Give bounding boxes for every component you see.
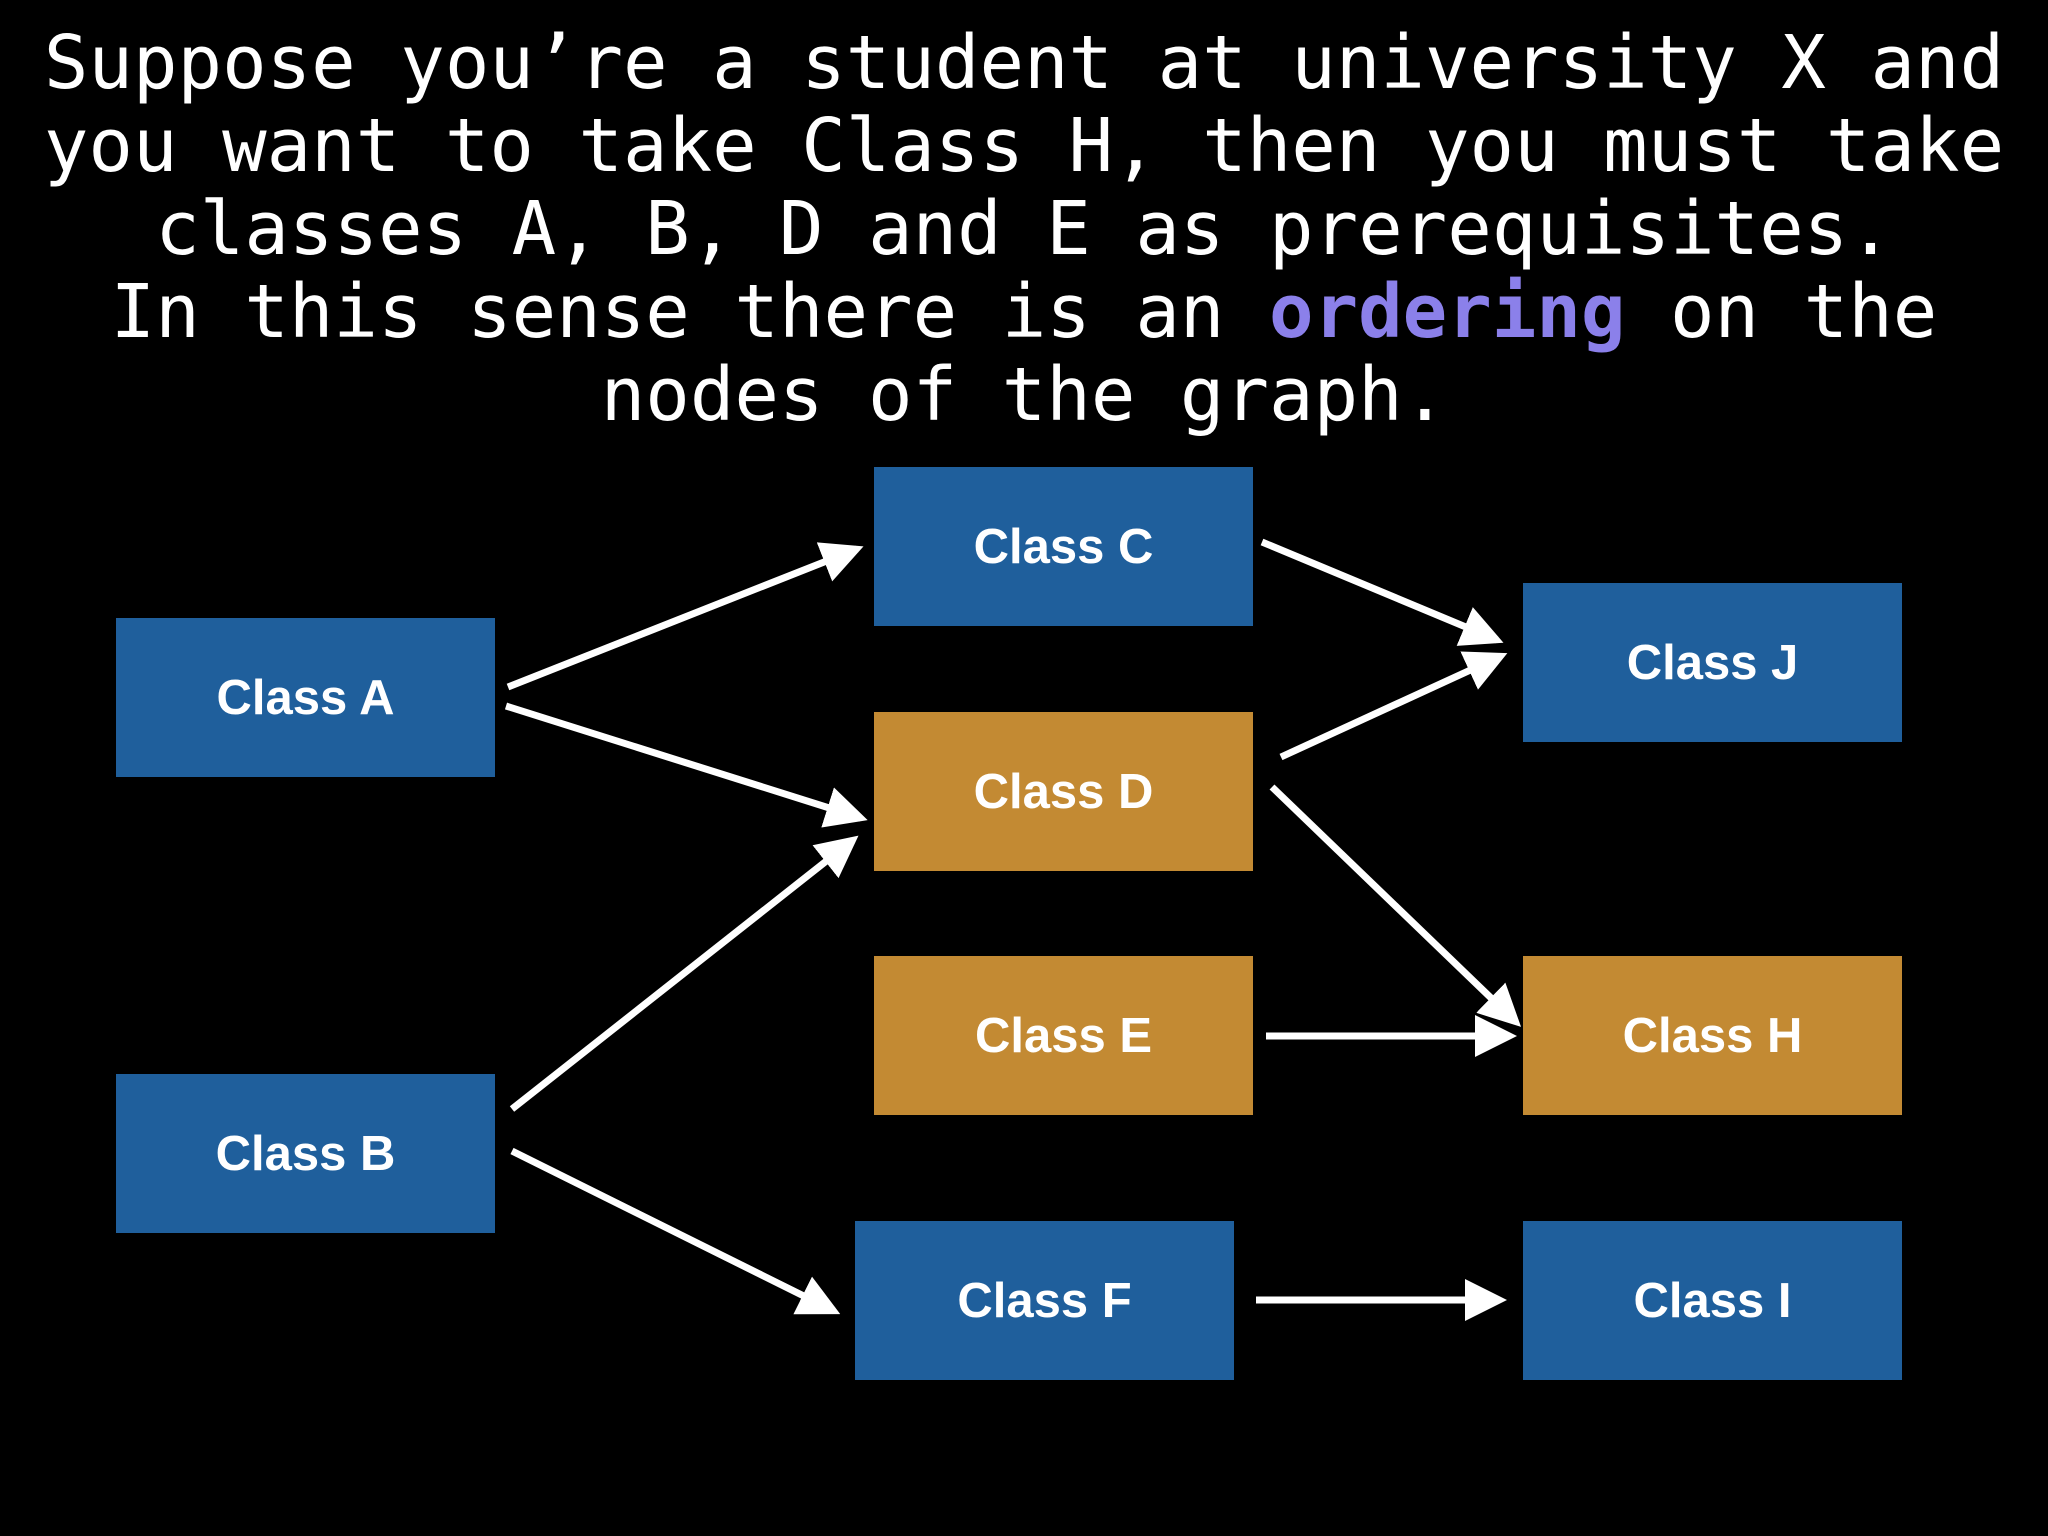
edge-class-d-to-class-j [1279, 651, 1508, 761]
heading-line-1: Suppose you’re a student at university X… [43, 20, 2005, 106]
node-class-e: Class E [874, 956, 1253, 1115]
edge-class-d-to-class-h [1269, 784, 1522, 1027]
node-class-b: Class B [116, 1074, 495, 1233]
node-class-d: Class D [874, 712, 1253, 871]
slide-heading: Suppose you’re a student at university X… [0, 22, 2048, 437]
node-class-f: Class F [855, 1221, 1234, 1380]
node-class-h: Class H [1523, 956, 1902, 1115]
heading-line-2: you want to take Class H, then you must … [43, 103, 2005, 189]
heading-line-5: nodes of the graph. [600, 352, 1448, 438]
edge-class-b-to-class-f [510, 1147, 841, 1315]
heading-line-4-end: on the [1625, 269, 1938, 355]
highlighted-term: ordering [1269, 269, 1626, 355]
edge-class-a-to-class-c [506, 542, 864, 691]
node-class-c: Class C [874, 467, 1253, 626]
heading-line-3: classes A, B, D and E as prerequisites. [155, 186, 1893, 272]
edge-class-a-to-class-d [504, 702, 868, 828]
heading-line-4: In this sense there is an ordering on th… [0, 271, 2048, 354]
node-class-j: Class J [1523, 583, 1902, 742]
node-class-i: Class I [1523, 1221, 1902, 1380]
heading-line-4-start: In this sense there is an [110, 269, 1270, 355]
node-class-a: Class A [116, 618, 495, 777]
edge-class-b-to-class-d [509, 835, 859, 1112]
edge-class-c-to-class-j [1260, 538, 1504, 646]
